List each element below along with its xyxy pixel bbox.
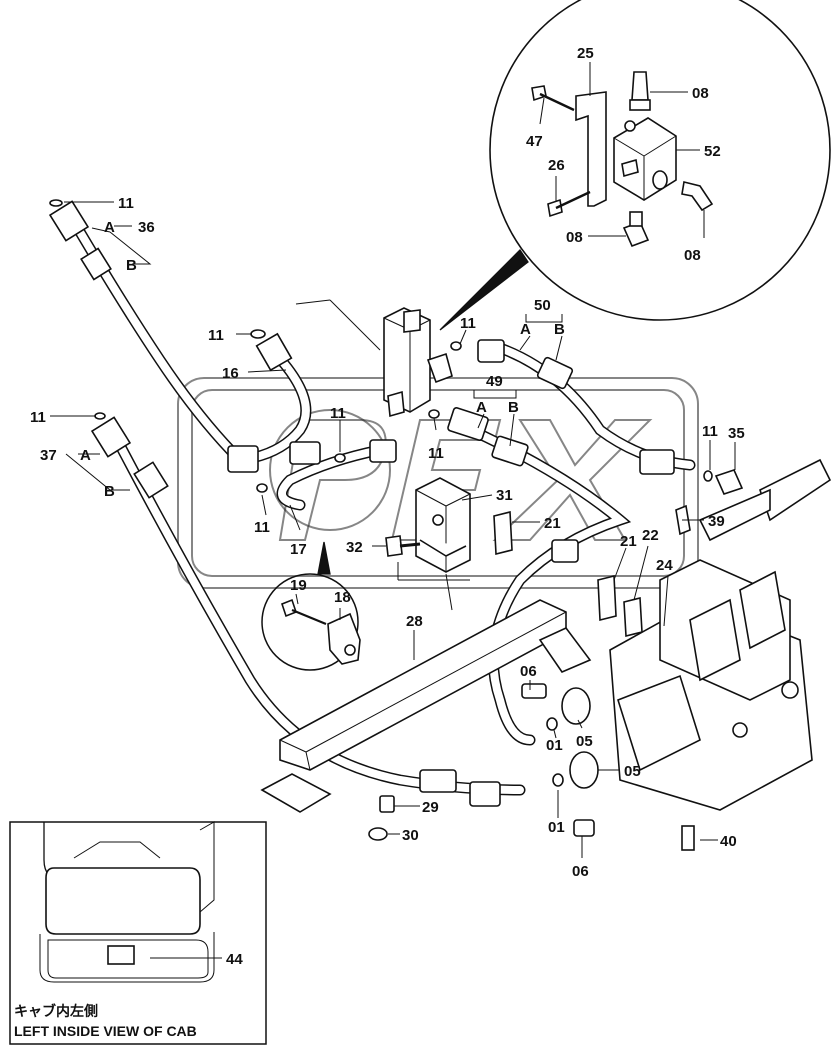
callout-39: 39	[708, 513, 725, 530]
clamp-21a	[493, 510, 513, 556]
callout-08c: 08	[684, 247, 701, 264]
flange-05	[561, 687, 599, 789]
callout-36: 36	[138, 219, 155, 236]
callout-11f: 11	[428, 445, 444, 462]
hose-17	[276, 439, 397, 511]
callout-08a: 08	[692, 85, 709, 102]
callout-11b: 11	[208, 327, 224, 344]
callout-36b: B	[126, 257, 137, 274]
callout-11d: 11	[330, 405, 346, 422]
callout-47: 47	[526, 133, 543, 150]
callout-30: 30	[402, 827, 419, 844]
callout-21b: 21	[620, 533, 637, 550]
valve-detail-circle	[439, 0, 831, 331]
callout-22: 22	[642, 527, 659, 544]
bolt-06	[521, 683, 595, 837]
hose-49	[447, 407, 632, 746]
callout-01a: 01	[546, 737, 563, 754]
detail-bracket-25	[575, 91, 607, 207]
callout-28: 28	[406, 613, 423, 630]
callout-06b: 06	[572, 863, 589, 880]
callout-11a: 11	[118, 195, 134, 212]
callout-37: 37	[40, 447, 57, 464]
callout-05b: 05	[624, 763, 641, 780]
pilot-valve-block	[383, 307, 453, 418]
callout-50: 50	[534, 297, 551, 314]
callout-29: 29	[422, 799, 439, 816]
callout-50b: B	[554, 321, 565, 338]
callout-01b: 01	[548, 819, 565, 836]
callout-26: 26	[548, 157, 565, 174]
callout-25: 25	[577, 45, 594, 62]
callout-16: 16	[222, 365, 239, 382]
callout-49b: B	[508, 399, 519, 416]
callout-11g: 11	[702, 423, 718, 440]
hose-50	[477, 339, 696, 475]
detail-block-52	[613, 117, 677, 201]
clamp-22	[623, 596, 643, 638]
detail-fittings	[621, 71, 714, 248]
callout-35: 35	[728, 425, 745, 442]
callout-17: 17	[290, 541, 307, 558]
detail-bolts	[531, 85, 591, 218]
fitting-40	[681, 825, 695, 851]
callout-06a: 06	[520, 663, 537, 680]
callout-32: 32	[346, 539, 363, 556]
inset-caption: キャブ内左側 LEFT INSIDE VIEW OF CAB	[14, 1003, 197, 1039]
caption-japanese: キャブ内左側	[14, 1003, 98, 1019]
callout-37b: B	[104, 483, 115, 500]
callout-50a: A	[520, 321, 531, 338]
callout-49: 49	[486, 373, 503, 390]
callout-18: 18	[334, 589, 351, 606]
hose-16	[227, 332, 312, 473]
callout-52: 52	[704, 143, 721, 160]
caption-english: LEFT INSIDE VIEW OF CAB	[14, 1023, 197, 1039]
clamp-detail-circle	[261, 541, 361, 671]
cab-inset	[9, 821, 267, 1045]
callout-31: 31	[496, 487, 513, 504]
callout-24: 24	[656, 557, 673, 574]
callout-labels: 25 08 47 52 26 08 08 11 A 36 B 50 A B 11…	[30, 45, 745, 968]
callout-49a: A	[476, 399, 487, 416]
bracket-31	[415, 477, 471, 573]
bolt-29-washer-30	[368, 795, 395, 841]
callout-08b: 08	[566, 229, 583, 246]
o-rings	[49, 199, 713, 787]
callout-05a: 05	[576, 733, 593, 750]
fitting-35	[714, 469, 744, 495]
callout-11h: 11	[254, 519, 270, 536]
frame-bracket-28	[260, 599, 592, 813]
callout-44: 44	[226, 951, 243, 968]
callout-37a: A	[80, 447, 91, 464]
leader-lines	[50, 62, 736, 959]
callout-11e: 11	[30, 409, 46, 426]
callout-36a: A	[104, 219, 115, 236]
callout-11c: 11	[460, 315, 476, 332]
hose-36	[48, 200, 246, 466]
callout-19: 19	[290, 577, 307, 594]
clamp-21b	[597, 574, 617, 622]
callout-40: 40	[720, 833, 737, 850]
control-valve-assembly	[609, 458, 832, 811]
bolt-32	[385, 535, 421, 557]
callout-21a: 21	[544, 515, 561, 532]
hose-37	[90, 416, 526, 807]
